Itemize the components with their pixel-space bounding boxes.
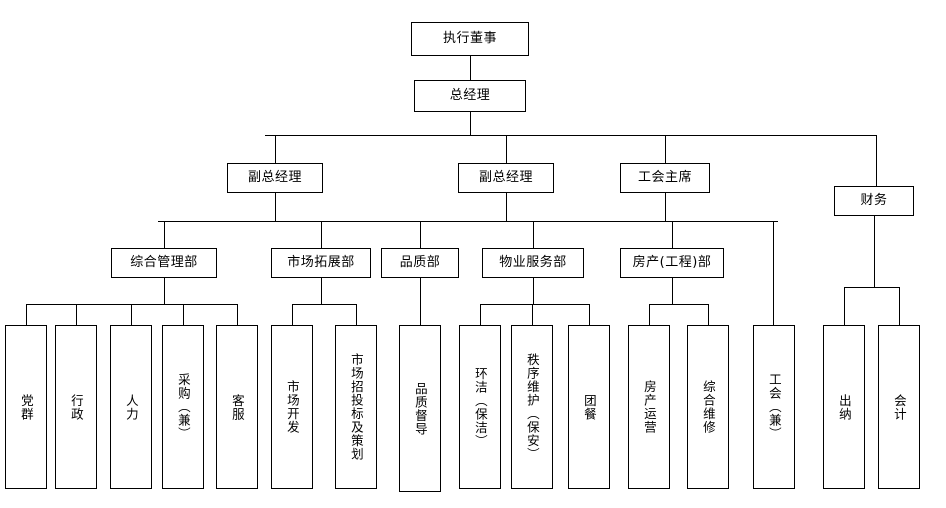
node-dept-market-expansion[interactable]: 市场拓展部 — [271, 248, 371, 278]
conn-admin-stem-down — [164, 278, 165, 304]
leaf-procurement[interactable]: 采购（兼） — [162, 325, 204, 489]
leaf-market-dev[interactable]: 市场开发 — [271, 325, 313, 489]
leaf-cleaning[interactable]: 环洁（保洁） — [459, 325, 501, 489]
conn-finance-bus — [844, 287, 899, 288]
conn-admin-to-procurement — [183, 304, 184, 325]
conn-admin-to-hr — [131, 304, 132, 325]
conn-dept-bus-to-union-leaf — [773, 221, 774, 325]
conn-property-to-catering — [589, 304, 590, 325]
conn-deputy1-stem-down — [275, 193, 276, 221]
node-dept-property-service[interactable]: 物业服务部 — [482, 248, 584, 278]
conn-deputy2-stem-down — [506, 193, 507, 221]
conn-market-to-bidding — [356, 304, 357, 325]
conn-bus-to-deputy1 — [275, 135, 276, 163]
node-finance[interactable]: 财务 — [834, 186, 914, 216]
conn-admin-to-customer-service — [237, 304, 238, 325]
conn-property-bus — [480, 304, 589, 305]
conn-property-to-cleaning — [480, 304, 481, 325]
conn-market-stem-down — [321, 278, 322, 304]
conn-dept-bus-to-quality — [420, 221, 421, 248]
conn-realestate-to-ops — [649, 304, 650, 325]
leaf-human-resources[interactable]: 人力 — [110, 325, 152, 489]
node-union-chairman[interactable]: 工会主席 — [620, 163, 710, 193]
conn-bus-to-finance — [876, 135, 877, 186]
leaf-customer-service[interactable]: 客服 — [216, 325, 258, 489]
leaf-bidding-planning[interactable]: 市场招投标及策划 — [335, 325, 377, 489]
conn-property-to-security — [532, 304, 533, 325]
leaf-realestate-ops[interactable]: 房产运营 — [628, 325, 670, 489]
conn-gm-stem-down — [470, 112, 471, 135]
conn-bus-to-union-chairman — [665, 135, 666, 163]
conn-property-stem-down — [533, 278, 534, 304]
conn-union-chairman-stem-down — [665, 193, 666, 221]
node-general-manager[interactable]: 总经理 — [414, 80, 526, 112]
node-deputy-general-manager-1[interactable]: 副总经理 — [227, 163, 323, 193]
leaf-party-group[interactable]: 党群 — [5, 325, 47, 489]
conn-quality-to-supervision — [420, 278, 421, 325]
node-deputy-general-manager-2[interactable]: 副总经理 — [458, 163, 554, 193]
conn-finance-to-cashier — [844, 287, 845, 325]
conn-realestate-stem-down — [672, 278, 673, 304]
node-dept-realestate-engineering[interactable]: 房产(工程)部 — [620, 248, 724, 278]
conn-dept-bus-to-market — [321, 221, 322, 248]
leaf-catering[interactable]: 团餐 — [568, 325, 610, 489]
conn-exec-bus — [265, 135, 877, 136]
conn-admin-to-administration — [76, 304, 77, 325]
conn-admin-to-party — [26, 304, 27, 325]
leaf-administration[interactable]: 行政 — [55, 325, 97, 489]
leaf-security[interactable]: 秩序维护（保安） — [511, 325, 553, 489]
node-executive-director[interactable]: 执行董事 — [411, 22, 529, 56]
leaf-maintenance[interactable]: 综合维修 — [687, 325, 729, 489]
node-dept-quality[interactable]: 品质部 — [381, 248, 459, 278]
conn-dept-bus-to-realestate — [672, 221, 673, 248]
conn-dept-bus — [158, 221, 778, 222]
conn-dept-bus-to-admin — [164, 221, 165, 248]
conn-market-bus — [292, 304, 356, 305]
leaf-quality-supervision[interactable]: 品质督导 — [399, 325, 441, 492]
conn-bus-to-deputy2 — [506, 135, 507, 163]
leaf-accounting[interactable]: 会计 — [878, 325, 920, 489]
leaf-cashier[interactable]: 出纳 — [823, 325, 865, 489]
conn-dept-bus-to-property — [533, 221, 534, 248]
conn-realestate-to-maintenance — [708, 304, 709, 325]
node-dept-comprehensive-management[interactable]: 综合管理部 — [111, 248, 217, 278]
conn-finance-stem-down — [874, 216, 875, 287]
conn-realestate-bus — [649, 304, 708, 305]
conn-director-to-gm — [470, 56, 471, 80]
leaf-union-concurrent[interactable]: 工会（兼） — [753, 325, 795, 489]
conn-finance-to-accounting — [899, 287, 900, 325]
conn-market-to-dev — [292, 304, 293, 325]
